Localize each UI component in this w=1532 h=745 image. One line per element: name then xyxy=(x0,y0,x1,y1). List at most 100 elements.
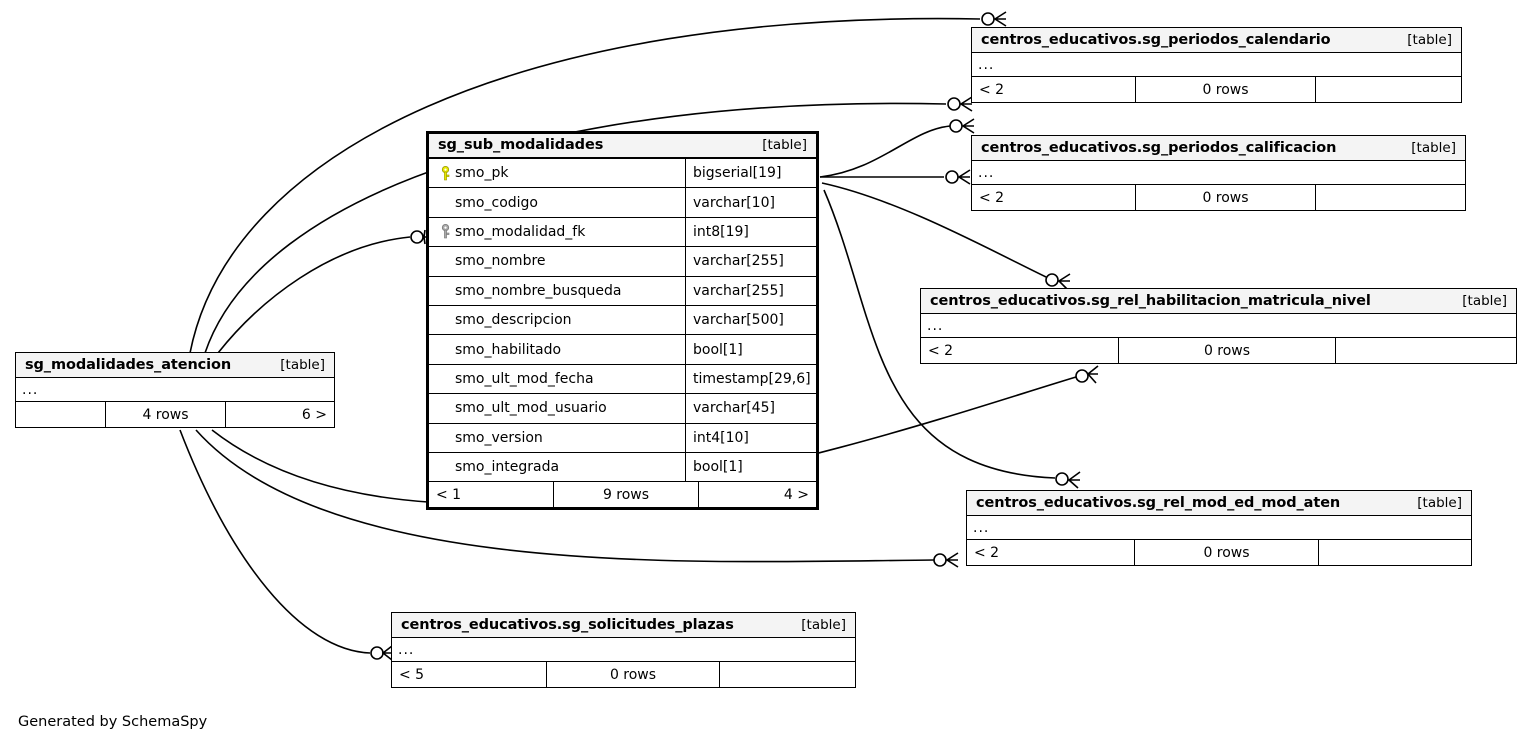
column-type: timestamp[29,6] xyxy=(693,370,811,387)
column-type: int8[19] xyxy=(693,223,749,240)
generated-by-credit: Generated by SchemaSpy xyxy=(18,714,208,730)
column-name-cell: smo_habilitado xyxy=(429,335,686,364)
table-node-sg-rel-habilitacion-matricula-nivel[interactable]: centros_educativos.sg_rel_habilitacion_m… xyxy=(920,288,1517,364)
table-footer: < 2 0 rows xyxy=(972,185,1465,210)
table-header: centros_educativos.sg_rel_mod_ed_mod_ate… xyxy=(967,491,1471,516)
table-node-sg-sub-modalidades[interactable]: sg_sub_modalidades [table] smo_pk xyxy=(426,131,819,511)
footer-parents-count[interactable]: < 1 xyxy=(429,482,554,508)
footer-children-count[interactable] xyxy=(720,662,855,687)
column-name: smo_ult_mod_usuario xyxy=(455,400,607,417)
column-name-cell: smo_nombre xyxy=(429,247,686,276)
table-header: sg_sub_modalidades [table] xyxy=(429,134,816,159)
footer-children-count[interactable] xyxy=(1316,185,1465,210)
table-node-sg-solicitudes-plazas[interactable]: centros_educativos.sg_solicitudes_plazas… xyxy=(391,612,856,688)
table-header: centros_educativos.sg_periodos_calificac… xyxy=(972,136,1465,161)
footer-children-count[interactable] xyxy=(1319,540,1471,565)
table-kind-label: [table] xyxy=(1417,494,1462,511)
footer-children-count[interactable]: 6 > xyxy=(301,406,327,423)
column-name-cell: smo_ult_mod_fecha xyxy=(429,364,686,394)
table-footer: < 2 0 rows xyxy=(972,77,1461,102)
column-name-cell: smo_integrada xyxy=(429,452,686,482)
table-node-sg-periodos-calificacion[interactable]: centros_educativos.sg_periodos_calificac… xyxy=(971,135,1466,211)
column-type: varchar[10] xyxy=(693,194,775,211)
footer-row-count: 4 rows xyxy=(106,402,226,427)
collapsed-columns-indicator[interactable]: ... xyxy=(972,53,1461,77)
footer-parents-count[interactable]: < 2 xyxy=(972,185,1136,210)
table-row[interactable]: smo_nombre varchar[255] xyxy=(429,247,816,277)
column-type: bool[1] xyxy=(693,341,743,358)
table-title: centros_educativos.sg_rel_mod_ed_mod_ate… xyxy=(976,494,1341,511)
column-name: smo_ult_mod_fecha xyxy=(455,370,594,387)
footer-row-count: 9 rows xyxy=(554,482,699,508)
footer-children-count[interactable]: 4 > xyxy=(783,486,809,503)
footer-children-count[interactable] xyxy=(1336,338,1516,363)
table-row[interactable]: smo_ult_mod_usuario varchar[45] xyxy=(429,394,816,424)
table-header: centros_educativos.sg_rel_habilitacion_m… xyxy=(921,289,1516,314)
table-row[interactable]: smo_pk bigserial[19] xyxy=(429,159,816,189)
table-footer: < 1 9 rows 4 > xyxy=(429,482,816,508)
table-title: sg_modalidades_atencion xyxy=(25,356,232,373)
column-type: bool[1] xyxy=(693,459,743,476)
collapsed-columns-indicator[interactable]: ... xyxy=(967,516,1471,540)
table-title: centros_educativos.sg_periodos_calendari… xyxy=(981,31,1331,48)
table-kind-label: [table] xyxy=(801,616,846,633)
footer-children-count[interactable] xyxy=(1316,77,1461,102)
table-node-sg-modalidades-atencion[interactable]: sg_modalidades_atencion [table] ... 4 ro… xyxy=(15,352,335,428)
column-type: varchar[255] xyxy=(693,282,784,299)
footer-parents-count[interactable] xyxy=(16,402,106,427)
column-name: smo_nombre xyxy=(455,253,546,270)
table-row[interactable]: smo_ult_mod_fecha timestamp[29,6] xyxy=(429,364,816,395)
table-kind-label: [table] xyxy=(280,356,325,373)
collapsed-columns-indicator[interactable]: ... xyxy=(392,638,855,662)
column-name-cell: smo_pk xyxy=(429,159,686,188)
footer-parents-count[interactable]: < 5 xyxy=(392,662,547,687)
primary-key-icon xyxy=(436,165,455,181)
table-title: centros_educativos.sg_rel_habilitacion_m… xyxy=(930,292,1371,309)
column-name: smo_descripcion xyxy=(455,312,572,329)
footer-row-count: 0 rows xyxy=(547,662,720,687)
table-kind-label: [table] xyxy=(1407,31,1452,48)
table-header: sg_modalidades_atencion [table] xyxy=(16,353,334,378)
table-kind-label: [table] xyxy=(1462,292,1507,309)
column-name: smo_nombre_busqueda xyxy=(455,282,622,299)
column-name-cell: smo_modalidad_fk xyxy=(429,217,686,247)
column-name: smo_habilitado xyxy=(455,341,562,358)
table-row[interactable]: smo_modalidad_fk int8[19] xyxy=(429,217,816,248)
table-node-sg-rel-mod-ed-mod-aten[interactable]: centros_educativos.sg_rel_mod_ed_mod_ate… xyxy=(966,490,1472,566)
collapsed-columns-indicator[interactable]: ... xyxy=(972,161,1465,185)
footer-row-count: 0 rows xyxy=(1135,540,1319,565)
footer-parents-count[interactable]: < 2 xyxy=(972,77,1136,102)
table-columns: smo_pk bigserial[19] smo_codigo varchar[… xyxy=(429,159,816,483)
table-footer: 4 rows 6 > xyxy=(16,402,334,427)
column-type: varchar[500] xyxy=(693,312,784,329)
table-title: sg_sub_modalidades xyxy=(438,137,604,153)
table-kind-label: [table] xyxy=(762,137,807,153)
column-name-cell: smo_ult_mod_usuario xyxy=(429,394,686,423)
column-name: smo_integrada xyxy=(455,459,560,476)
table-row[interactable]: smo_integrada bool[1] xyxy=(429,452,816,483)
column-name-cell: smo_nombre_busqueda xyxy=(429,276,686,305)
column-name: smo_codigo xyxy=(455,194,538,211)
column-type: int4[10] xyxy=(693,429,749,446)
collapsed-columns-indicator[interactable]: ... xyxy=(16,378,334,402)
table-row[interactable]: smo_nombre_busqueda varchar[255] xyxy=(429,276,816,306)
column-name: smo_version xyxy=(455,429,543,446)
table-row[interactable]: smo_codigo varchar[10] xyxy=(429,188,816,218)
footer-row-count: 0 rows xyxy=(1136,185,1316,210)
table-node-sg-periodos-calendario[interactable]: centros_educativos.sg_periodos_calendari… xyxy=(971,27,1462,103)
column-type: varchar[45] xyxy=(693,400,775,417)
table-row[interactable]: smo_version int4[10] xyxy=(429,423,816,453)
column-name-cell: smo_codigo xyxy=(429,188,686,217)
column-name: smo_modalidad_fk xyxy=(455,223,586,240)
collapsed-columns-indicator[interactable]: ... xyxy=(921,314,1516,338)
column-type: bigserial[19] xyxy=(693,165,782,182)
table-row[interactable]: smo_descripcion varchar[500] xyxy=(429,305,816,336)
table-row[interactable]: smo_habilitado bool[1] xyxy=(429,335,816,365)
footer-parents-count[interactable]: < 2 xyxy=(967,540,1135,565)
column-name-cell: smo_version xyxy=(429,423,686,452)
footer-parents-count[interactable]: < 2 xyxy=(921,338,1119,363)
table-header: centros_educativos.sg_solicitudes_plazas… xyxy=(392,613,855,638)
table-footer: < 5 0 rows xyxy=(392,662,855,687)
foreign-key-icon xyxy=(436,224,455,239)
